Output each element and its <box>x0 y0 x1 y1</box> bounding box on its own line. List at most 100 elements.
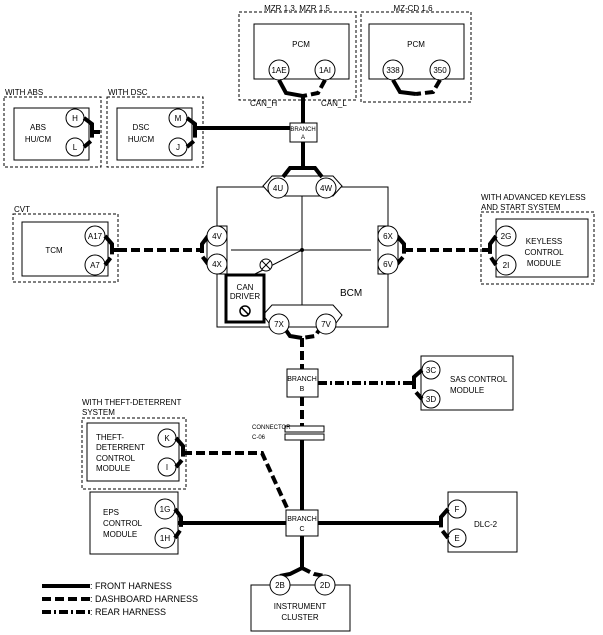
can-l-label: CAN_L <box>321 99 347 108</box>
group-keyless-label-1: WITH ADVANCED KEYLESS <box>481 193 586 202</box>
pin-6v-label: 6V <box>383 260 393 269</box>
dsc-label-1: DSC <box>133 123 150 132</box>
sas-wire-2 <box>412 383 424 401</box>
legend-front-label: : FRONT HARNESS <box>90 581 172 591</box>
group-cvt <box>12 213 119 283</box>
can-driver-box <box>224 273 266 324</box>
bcm-top-wires <box>281 166 324 179</box>
pin-7x-label: 7X <box>274 320 284 329</box>
pin-4x <box>206 253 228 275</box>
branch-b-label-1: BRANCH <box>287 376 317 383</box>
pin-350-label: 350 <box>433 66 447 75</box>
can-h-wire <box>277 79 305 108</box>
pin-3c-label: 3C <box>426 366 436 375</box>
keyless-wire-1 <box>487 234 498 252</box>
dlc-label: DLC-2 <box>474 520 498 529</box>
pin-abs-h-label: H <box>72 114 78 123</box>
abs-wire-l <box>82 132 94 149</box>
pin-6x <box>377 225 399 247</box>
pin-1h-label: 1H <box>160 534 170 543</box>
group-theft <box>81 417 187 490</box>
sas-label-1: SAS CONTROL <box>450 375 508 384</box>
branch-c <box>285 509 319 537</box>
pin-k-label: K <box>164 434 170 443</box>
eps-wire-1 <box>173 507 183 523</box>
pin-i-label: I <box>166 463 168 472</box>
connector-c06-bottom <box>284 433 325 441</box>
theft-label-4: MODULE <box>96 464 130 473</box>
branch-b <box>286 368 319 398</box>
pin-7x <box>268 313 290 335</box>
prohibit-icon-slash <box>240 306 250 316</box>
sas-wire-1 <box>410 368 424 385</box>
legend-rear-label: : REAR HARNESS <box>90 607 166 617</box>
pin-6x-label: 6X <box>383 232 393 241</box>
group-keyless-label-2: AND START SYSTEM <box>481 203 561 212</box>
abs-wire-h <box>82 116 100 134</box>
branch-b-label-2: B <box>300 386 305 393</box>
bcm-left-wire-2 <box>200 250 210 266</box>
cluster-wire-2b <box>279 566 303 578</box>
pin-4w-label: 4W <box>320 184 332 193</box>
can-l-wire <box>302 79 327 98</box>
group-mzr-label: MZR 1.3, MZR 1.5 <box>264 4 330 13</box>
theft-label-3: CONTROL <box>96 454 136 463</box>
pin-a17-label: A17 <box>88 232 103 241</box>
theft-wire-i <box>174 453 185 469</box>
can-driver-label-1: CAN <box>237 283 254 292</box>
cluster-label-2: CLUSTER <box>281 613 319 622</box>
dlc-wire-e <box>439 523 450 540</box>
pin-2d <box>314 574 336 596</box>
pin-2g-label: 2G <box>501 232 512 241</box>
pin-4v <box>206 225 228 247</box>
tcm-wire-2 <box>103 250 114 267</box>
pin-dsc-j-label: J <box>176 143 180 152</box>
eps-label-2: CONTROL <box>103 519 143 528</box>
pin-2i-label: 2I <box>503 261 510 270</box>
theft-label-1: THEFT- <box>96 433 124 442</box>
pin-3d-label: 3D <box>426 395 436 404</box>
cluster-module <box>250 584 351 632</box>
pin-7v-label: 7V <box>321 320 331 329</box>
connector-label-1: CONNECTOR <box>252 425 291 431</box>
can-driver-label-2: DRIVER <box>230 292 260 301</box>
pin-4w <box>315 177 337 199</box>
keyless-label-2: CONTROL <box>524 248 564 257</box>
pin-1ae-label: 1AE <box>271 66 286 75</box>
pin-338-label: 338 <box>386 66 400 75</box>
group-dsc <box>106 96 204 168</box>
dlc-wire-f <box>437 507 450 525</box>
pin-4x-label: 4X <box>212 260 222 269</box>
pcm-b-wire-l <box>415 78 442 96</box>
group-mzcd-label: MZ-CD 1.6 <box>393 4 433 13</box>
keyless-wire-2 <box>488 250 498 267</box>
branch-a-label-2: A <box>301 135 305 141</box>
bcm-can-switch-x2 <box>261 260 271 270</box>
pcm-b-wire-h <box>391 78 417 96</box>
group-abs <box>3 96 102 168</box>
pin-a7-label: A7 <box>90 261 100 270</box>
eps-wire-2 <box>173 523 183 540</box>
cluster-wire-2d <box>301 566 326 578</box>
pin-e-label: E <box>454 534 459 543</box>
sas-label-2: MODULE <box>450 386 484 395</box>
group-keyless <box>480 211 595 285</box>
group-cvt-label: CVT <box>14 205 30 214</box>
pin-dsc-m-label: M <box>175 114 182 123</box>
prohibit-icon <box>239 305 251 317</box>
pcm-b-label: PCM <box>407 40 425 49</box>
harness-theft-branch-c <box>183 451 290 511</box>
dsc-wire-m <box>185 116 205 130</box>
theft-label-2: DETERRENT <box>96 443 145 452</box>
branch-c-label-1: BRANCH <box>287 516 317 523</box>
eps-label-3: MODULE <box>103 530 137 539</box>
abs-label-2: HU/CM <box>25 135 52 144</box>
pin-1ai-label: 1AI <box>319 66 331 75</box>
pin-abs-l-label: L <box>73 143 78 152</box>
connector-c06-top <box>284 425 325 433</box>
group-dsc-label: WITH DSC <box>108 88 148 97</box>
branch-a <box>289 122 318 143</box>
cluster-label-1: INSTRUMENT <box>274 602 327 611</box>
group-theft-label-2: SYSTEM <box>82 408 115 417</box>
branch-a-label-1: BRANCH <box>290 127 315 133</box>
